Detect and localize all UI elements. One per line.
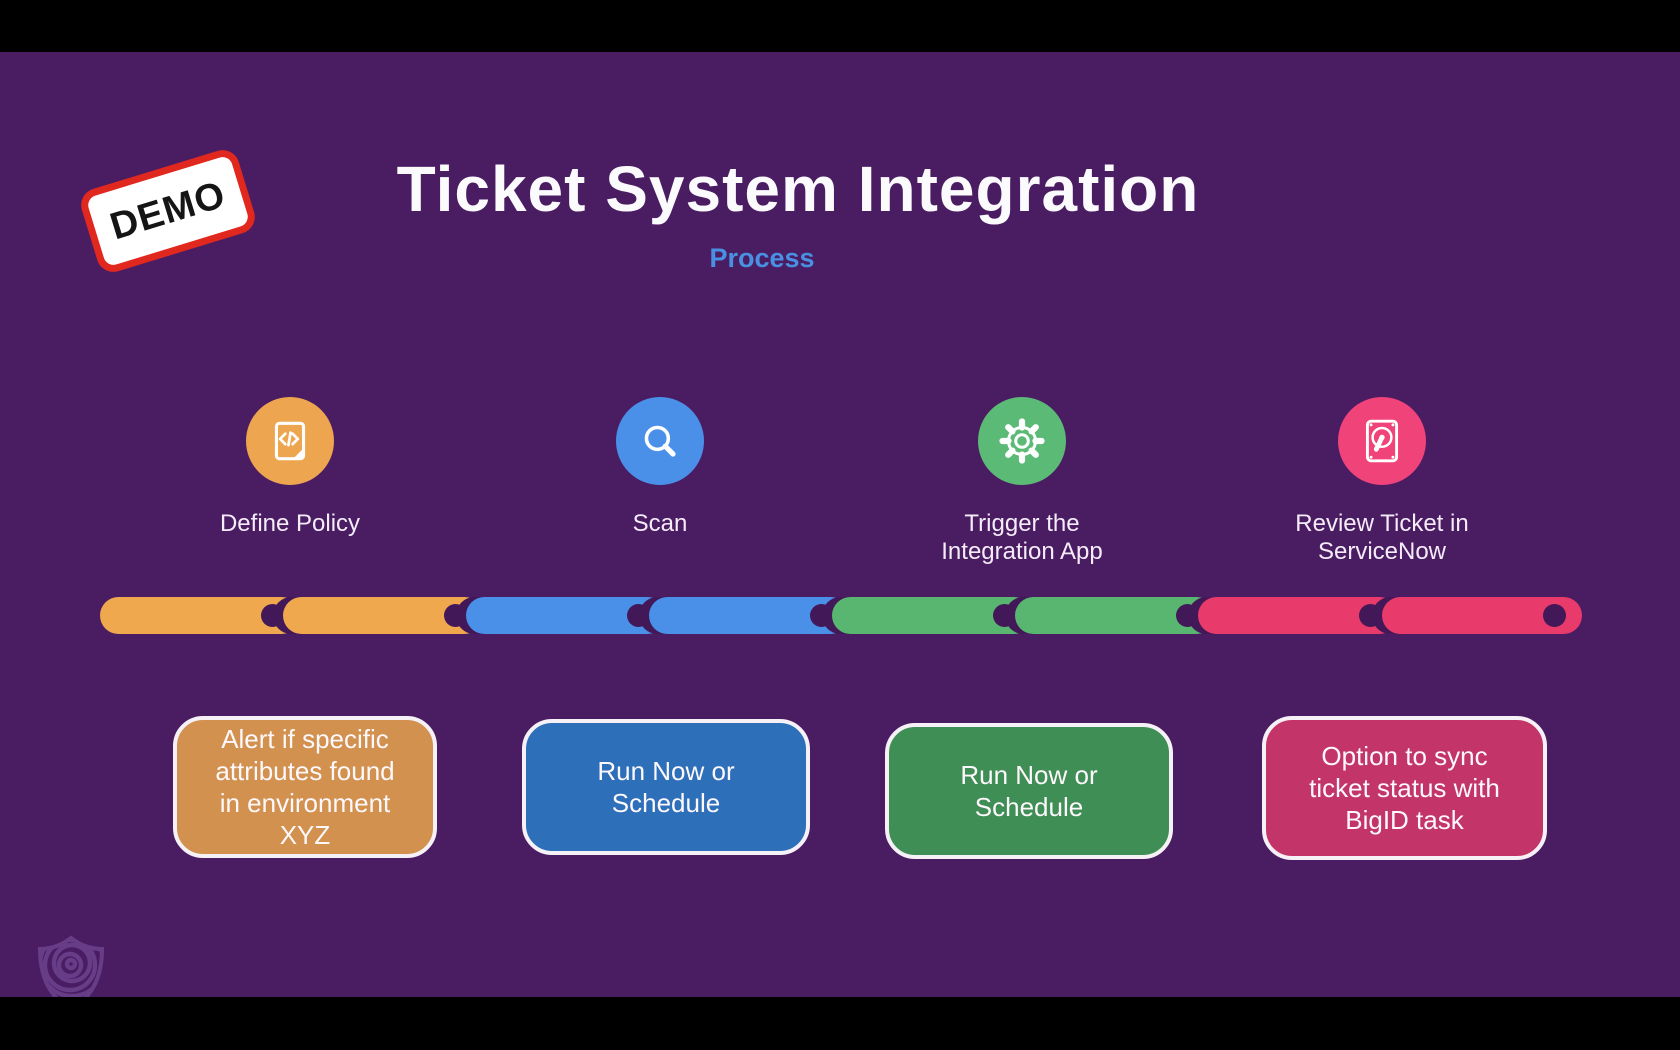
timeline-segment	[100, 597, 300, 634]
step-label: Define Policy	[140, 510, 440, 538]
timeline-segment	[1382, 597, 1582, 634]
demo-stamp: DEMO	[77, 145, 259, 277]
timeline-segment	[649, 597, 849, 634]
timeline-dot	[1543, 604, 1566, 627]
note-box-sync-status: Option to sync ticket status with BigID …	[1262, 716, 1547, 860]
note-box-line: Run Now or	[960, 760, 1098, 790]
page-subtitle: Process	[709, 243, 815, 273]
timeline-dot	[261, 604, 284, 627]
note-box-line: Alert if specific	[221, 724, 389, 754]
step-label-line: ServiceNow	[1317, 538, 1447, 565]
timeline-segment	[466, 597, 666, 634]
timeline-segment	[1198, 597, 1398, 634]
timeline-dot	[1359, 604, 1382, 627]
demo-stamp-label: DEMO	[105, 173, 231, 248]
note-box-line: Schedule	[611, 788, 721, 818]
timeline-dot	[1176, 604, 1199, 627]
step-trigger-integration-app: Trigger the Integration App	[872, 397, 1172, 566]
step-icon-circle	[1338, 397, 1426, 485]
note-box-line: XYZ	[279, 820, 331, 850]
note-box-line: Run Now or	[597, 756, 735, 786]
note-box-line: attributes found	[215, 756, 395, 786]
step-label: Scan	[510, 510, 810, 538]
note-box-line: BigID task	[1345, 805, 1464, 835]
timeline-dot	[993, 604, 1016, 627]
step-define-policy: Define Policy	[140, 397, 440, 538]
timeline-dot	[444, 604, 467, 627]
step-icon-circle	[616, 397, 704, 485]
step-label-line: Trigger the	[964, 510, 1080, 537]
step-label: Trigger the Integration App	[872, 510, 1172, 566]
page-title: Ticket System Integration	[396, 153, 1200, 225]
note-box-run-now-app: Run Now or Schedule	[885, 723, 1173, 859]
note-box-line: ticket status with	[1309, 773, 1500, 803]
letterbox-bottom	[0, 997, 1680, 1050]
step-review-ticket-servicenow: Review Ticket in ServiceNow	[1232, 397, 1532, 566]
gear-icon	[999, 418, 1045, 464]
step-scan: Scan	[510, 397, 810, 538]
timeline-dot	[810, 604, 833, 627]
step-label-line: Define Policy	[219, 510, 361, 537]
step-label-line: Integration App	[941, 538, 1103, 565]
note-box-alert: Alert if specific attributes found in en…	[173, 716, 437, 858]
step-icon-circle	[978, 397, 1066, 485]
note-box-line: Option to sync	[1321, 741, 1488, 771]
magnifier-icon	[644, 425, 676, 457]
note-box-run-now-scan: Run Now or Schedule	[522, 719, 810, 855]
code-document-icon	[274, 421, 306, 461]
step-label-line: Review Ticket in	[1295, 510, 1469, 537]
timeline-segment	[832, 597, 1032, 634]
timeline-dot	[627, 604, 650, 627]
note-box-line: in environment	[219, 788, 391, 818]
step-icon-circle	[246, 397, 334, 485]
step-label-line: Scan	[632, 510, 688, 537]
step-label: Review Ticket in ServiceNow	[1232, 510, 1532, 566]
timeline-segment	[283, 597, 483, 634]
hard-drive-icon	[1365, 419, 1399, 463]
note-box-line: Schedule	[974, 792, 1084, 822]
letterbox-top	[0, 0, 1680, 52]
timeline-segment	[1015, 597, 1215, 634]
slide-background: DEMO Ticket System Integration Process D…	[0, 52, 1680, 1013]
